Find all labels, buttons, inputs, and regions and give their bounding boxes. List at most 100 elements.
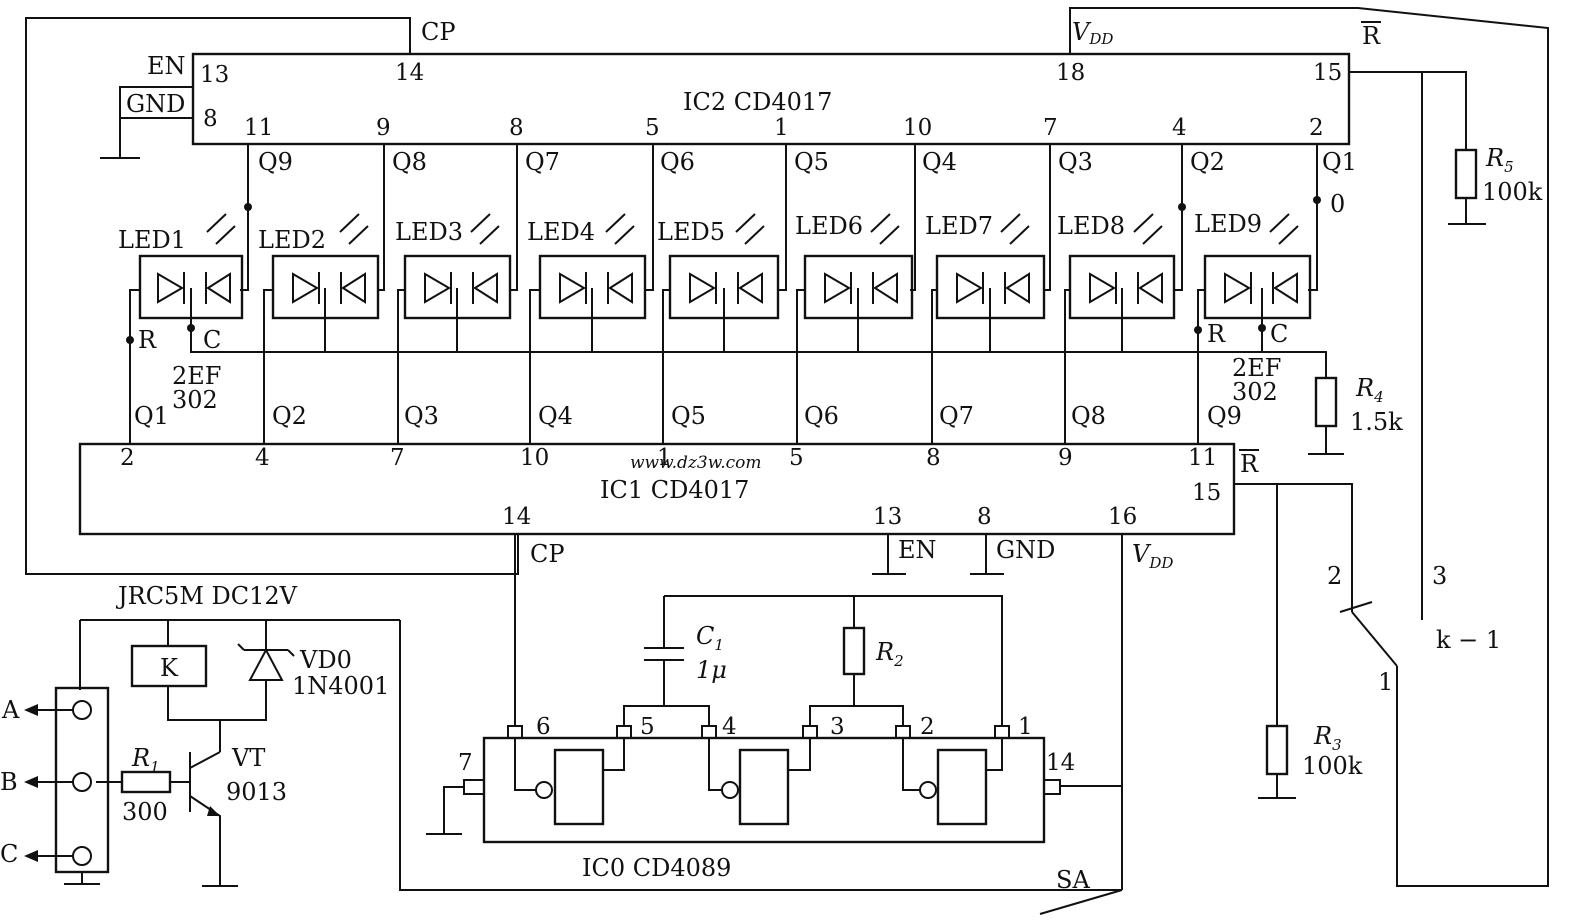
ic2-q8: Q8 xyxy=(392,148,427,176)
ic1-pin-t6: 8 xyxy=(926,445,941,471)
ic2-q5: Q5 xyxy=(794,148,829,176)
ic0-pin-2: 2 xyxy=(920,714,935,740)
ic2-cp-label: CP xyxy=(421,18,456,46)
ic2-pin-18: 18 xyxy=(1056,60,1085,86)
led9-c-label: C xyxy=(1270,320,1288,348)
led1-c-label: C xyxy=(203,326,221,354)
led9-zero-label: 0 xyxy=(1330,190,1345,218)
led1-label: LED1 xyxy=(118,226,186,254)
vt-part: 9013 xyxy=(226,778,287,806)
ic1-pin-t4: 1 xyxy=(657,445,672,471)
switch-k-name: k − 1 xyxy=(1436,626,1501,654)
ic1-q7: Q7 xyxy=(939,402,974,430)
ic2-en-label: EN xyxy=(147,52,186,80)
ic2-pin-b3: 5 xyxy=(645,115,660,141)
led7-label: LED7 xyxy=(925,212,993,240)
relay-title: JRC5M DC12V xyxy=(115,582,298,610)
ic1-pin-t3: 10 xyxy=(520,445,549,471)
ic0-pin-1: 1 xyxy=(1018,714,1033,740)
vd0-name: VD0 xyxy=(299,646,352,674)
ic2-pin-b1: 9 xyxy=(376,115,391,141)
timing-network: C1 1μ R2 xyxy=(623,595,1003,726)
ic2-pin-b6: 7 xyxy=(1043,115,1058,141)
led5-label: LED5 xyxy=(657,218,725,246)
ic2-q7: Q7 xyxy=(525,148,560,176)
c1-name: C1 xyxy=(696,622,724,654)
relay-driver: JRC5M DC12V K VD0 1N4001 VT 9013 R1 300 … xyxy=(0,582,389,887)
switch-k-pin3: 3 xyxy=(1432,562,1447,590)
led9-label: LED9 xyxy=(1194,210,1262,238)
ic1-q1: Q1 xyxy=(134,402,169,430)
switch-k1: 1 2 3 k − 1 xyxy=(1327,562,1501,696)
ic0-pin-6: 6 xyxy=(536,714,551,740)
led9-part-line1: 2EF xyxy=(1232,354,1281,382)
ic1-title: IC1 CD4017 xyxy=(600,476,749,504)
ic2-pin-14: 14 xyxy=(395,60,424,86)
terminal-c: C xyxy=(0,840,18,868)
led3-label: LED3 xyxy=(395,218,463,246)
ic1-pin-8: 8 xyxy=(977,504,992,530)
ic1-pin-t0: 2 xyxy=(120,445,135,471)
r5-name: R5 xyxy=(1485,144,1514,176)
ic1-pin-16: 16 xyxy=(1108,504,1137,530)
r3-value: 100k xyxy=(1302,752,1363,780)
ic2-q4: Q4 xyxy=(922,148,957,176)
led-diodes xyxy=(157,272,1298,304)
ic2-pin-b2: 8 xyxy=(509,115,524,141)
led1-part-line2: 302 xyxy=(172,386,218,414)
led1-part-line1: 2EF xyxy=(172,362,221,390)
vd0-part: 1N4001 xyxy=(292,672,389,700)
ic1-pin-t1: 4 xyxy=(255,445,270,471)
ic0-pin-5: 5 xyxy=(640,714,655,740)
resistor-r5: R5 100k xyxy=(1454,144,1543,206)
ic1-vdd-label: VDD xyxy=(1132,540,1173,572)
vt-name: VT xyxy=(231,744,265,772)
ic2-title: IC2 CD4017 xyxy=(683,88,832,116)
ic1-q8: Q8 xyxy=(1071,402,1106,430)
c1-value: 1μ xyxy=(696,656,727,684)
ic2-pin-15: 15 xyxy=(1313,60,1342,86)
resistor-r3: R3 100k xyxy=(1265,722,1363,780)
ic2-pin-13: 13 xyxy=(200,62,229,88)
ic2-pin-b0: 11 xyxy=(244,115,273,141)
light-arrows xyxy=(206,213,1299,245)
led2-label: LED2 xyxy=(258,226,326,254)
ic2-q2: Q2 xyxy=(1190,148,1225,176)
terminal-b: B xyxy=(0,768,18,796)
ic1-q2: Q2 xyxy=(272,402,307,430)
ic2-pin-b7: 4 xyxy=(1172,115,1187,141)
sa-label: SA xyxy=(1056,866,1090,894)
ic0-pin-3: 3 xyxy=(830,714,845,740)
r4-value: 1.5k xyxy=(1350,408,1403,436)
led6-label: LED6 xyxy=(795,212,863,240)
ic1-pin-15: 15 xyxy=(1192,480,1221,506)
ic1-cp-label: CP xyxy=(530,540,565,568)
ic1-gnd-label: GND xyxy=(996,536,1055,564)
ic0-pin-4: 4 xyxy=(722,714,737,740)
r1-name: R1 xyxy=(131,744,160,776)
ic0-pin-7: 7 xyxy=(458,750,473,776)
ic2-q1: Q1 xyxy=(1322,148,1357,176)
wiring xyxy=(25,7,1549,915)
led-row: LED1 LED2 LED3 LED4 LED5 LED6 LED7 LED8 … xyxy=(118,144,1357,444)
ic1-reset-label: R xyxy=(1240,450,1259,478)
ic2-reset-label: R xyxy=(1362,22,1381,50)
ic1-pin-t2: 7 xyxy=(390,445,405,471)
ic2-pin-b4: 1 xyxy=(774,115,789,141)
ic1-q9: Q9 xyxy=(1207,402,1242,430)
led9-part-line2: 302 xyxy=(1232,378,1278,406)
switch-k-pin2: 2 xyxy=(1327,562,1342,590)
ic1-q4: Q4 xyxy=(538,402,573,430)
led4-label: LED4 xyxy=(527,218,595,246)
ic2-pin-b8: 2 xyxy=(1309,115,1324,141)
ic0-cd4089: 6 5 4 3 2 1 7 14 IC0 CD4089 xyxy=(426,534,1075,882)
terminal-a: A xyxy=(1,696,20,724)
ic2-q6: Q6 xyxy=(660,148,695,176)
ic1-q6: Q6 xyxy=(804,402,839,430)
watermark: www.dz3w.com xyxy=(630,453,762,473)
ic2-vdd-label: VDD xyxy=(1072,18,1113,48)
ic1-q5: Q5 xyxy=(671,402,706,430)
ic1-en-label: EN xyxy=(898,536,937,564)
r5-value: 100k xyxy=(1482,178,1543,206)
